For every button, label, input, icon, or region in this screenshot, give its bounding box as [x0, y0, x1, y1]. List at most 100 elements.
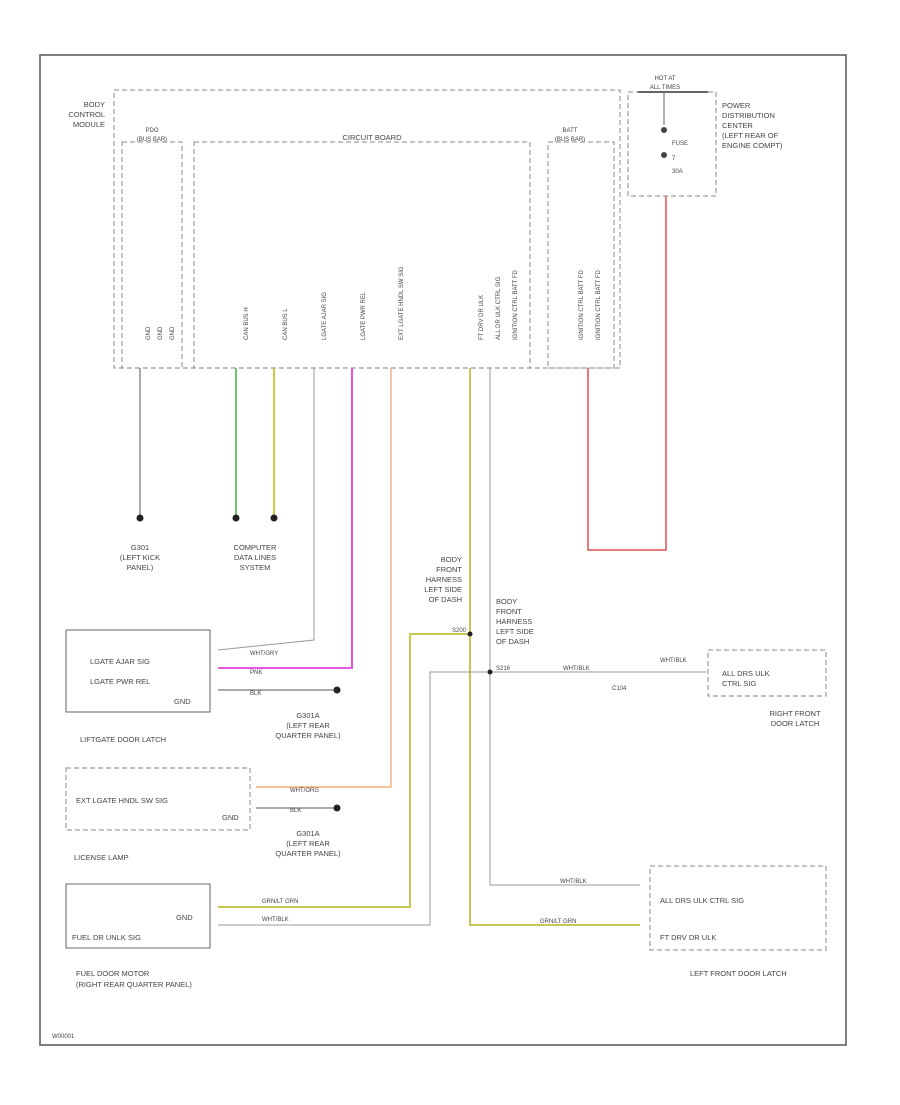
pin-label: CAN BUS L [283, 308, 289, 340]
rf-wire-1: WHT/BLK [563, 666, 590, 672]
diagram-frame [39, 54, 847, 1046]
fuel-line-2: FUEL DR UNLK SIG [72, 933, 141, 942]
pin-label: IGNITION CTRL BATT FD [513, 269, 519, 340]
pin-label: LGATE AJAR SIG [322, 292, 328, 340]
license-lamp-box [65, 767, 251, 831]
pdc-desc-4: (LEFT REAR OF [722, 131, 779, 140]
pdc-desc-5: ENGINE COMPT) [722, 141, 783, 150]
lf-caption: LEFT FRONT DOOR LATCH [690, 969, 787, 978]
wire-all-dr-ulk [489, 368, 640, 886]
liftgate-line-1: LGATE AJAR SIG [90, 657, 150, 666]
pdo-busbar-outline [121, 141, 183, 369]
lf-wire-1: WHT/BLK [560, 879, 587, 885]
fuse-label-3: 30A [672, 169, 683, 175]
fuse-icon [661, 127, 667, 133]
fuel-door-box [65, 883, 211, 949]
body-harness-2-l3: HARNESS [496, 617, 532, 626]
rf-latch-line-2: CTRL SIG [722, 679, 756, 688]
data-links-1: COMPUTER [234, 543, 278, 552]
lf-wire-2: GRN/LT GRN [540, 919, 576, 925]
rf-latch-line-1: ALL DRS ULK [722, 669, 770, 678]
pin-label: GND [158, 326, 164, 340]
liftgate-latch-box [65, 629, 211, 713]
pdo-busbar-label-1: PDO [145, 128, 158, 134]
bcm-pin-labels: GND GND GND CAN BUS H CAN BUS L LGATE AJ… [146, 266, 602, 340]
rf-caption-1: RIGHT FRONT [769, 709, 821, 718]
data-links-2: DATA LINES [234, 553, 276, 562]
liftgate-gnd-1: G301A [296, 711, 319, 720]
license-wire-1: WHT/ORG [290, 788, 319, 794]
body-harness-1-l1: BODY [441, 555, 462, 564]
bcm-outline [113, 89, 621, 369]
pdc-desc-2: DISTRIBUTION [722, 111, 775, 120]
pdc-hot-2: ALL TIMES [650, 85, 680, 91]
pin-label: EXT LGATE HNDL SW SIG [399, 266, 405, 340]
license-gnd-3: QUARTER PANEL) [275, 849, 341, 858]
rf-connector: C104 [612, 686, 627, 692]
liftgate-wire-3: BLK [250, 691, 261, 697]
splice-s216 [487, 669, 493, 675]
batt-busbar-label-2: (BUS BAR) [555, 137, 585, 143]
wire-fuel-unlk [218, 671, 490, 926]
pin-label: GND [146, 326, 152, 340]
ground-g301-dot [136, 514, 144, 522]
body-harness-2-l5: OF DASH [496, 637, 529, 646]
liftgate-line-2: LGATE PWR REL [90, 677, 150, 686]
liftgate-gnd-3: QUARTER PANEL) [275, 731, 341, 740]
pdo-busbar-label-2: (BUS BAR) [137, 137, 167, 143]
liftgate-caption: LIFTGATE DOOR LATCH [80, 735, 166, 744]
pin-label: CAN BUS H [244, 307, 250, 340]
ground-liftgate-dot [333, 686, 341, 694]
rf-caption-2: DOOR LATCH [771, 719, 820, 728]
liftgate-wire-2: PNK [250, 670, 262, 676]
liftgate-gnd-2: (LEFT REAR [286, 721, 330, 730]
license-gnd-2: (LEFT REAR [286, 839, 330, 848]
body-harness-1-l2: FRONT [436, 565, 462, 574]
g301-label-1: G301 [131, 543, 149, 552]
circuit-board-label: CIRCUIT BOARD [342, 133, 402, 142]
rf-wire-2: WHT/BLK [660, 658, 687, 664]
body-harness-2-l2: FRONT [496, 607, 522, 616]
license-wire-2: BLK [290, 808, 301, 814]
wire-lgate-pwr [218, 368, 353, 669]
fuse-label-2: 7 [672, 156, 676, 162]
can-l-dot [270, 514, 278, 522]
splice-s216-label: S216 [496, 666, 511, 672]
splice-s200 [467, 631, 473, 637]
body-harness-2-l1: BODY [496, 597, 517, 606]
lf-latch-box [649, 865, 827, 951]
pin-label: ALL DR ULK CTRL SIG [496, 276, 502, 340]
pin-label: LGATE PWR REL [361, 291, 367, 340]
splice-s200-label: S200 [452, 628, 467, 634]
batt-busbar-outline [547, 141, 615, 369]
fuel-caption-2: (RIGHT REAR QUARTER PANEL) [76, 980, 192, 989]
wire-fuel-door-gnd [218, 633, 470, 908]
license-caption: LICENSE LAMP [74, 853, 129, 862]
data-links-3: SYSTEM [240, 563, 271, 572]
bcm-title-1: BODY [84, 100, 105, 109]
liftgate-wire-1: WHT/GRY [250, 651, 278, 657]
pdc-hot-1: HOT AT [654, 76, 675, 82]
g301-label-2: (LEFT KICK [120, 553, 160, 562]
pin-label: IGNITION CTRL BATT FD [596, 269, 602, 340]
batt-busbar-label-1: BATT [563, 128, 578, 134]
bcm-title-3: MODULE [73, 120, 105, 129]
circuit-board-outline [193, 141, 531, 369]
fuel-wire-2: WHT/BLK [262, 917, 289, 923]
g301-label-3: PANEL) [127, 563, 154, 572]
pdc-desc-3: CENTER [722, 121, 753, 130]
liftgate-line-3: GND [174, 697, 191, 706]
pin-label: IGNITION CTRL BATT FD [579, 269, 585, 340]
pdc-desc-1: POWER [722, 101, 751, 110]
wire-ft-drv-ulk [469, 368, 640, 926]
footer-code: W00001 [52, 1034, 75, 1040]
body-harness-1-l3: HARNESS [426, 575, 462, 584]
rf-latch-box [707, 649, 827, 697]
lf-latch-line-1: ALL DRS ULK CTRL SIG [660, 896, 744, 905]
can-h-dot [232, 514, 240, 522]
fuse-icon-2 [661, 152, 667, 158]
wire-ext-lgate [256, 368, 392, 788]
lf-latch-line-2: FT DRV DR ULK [660, 933, 716, 942]
fuel-line-1: GND [176, 913, 193, 922]
